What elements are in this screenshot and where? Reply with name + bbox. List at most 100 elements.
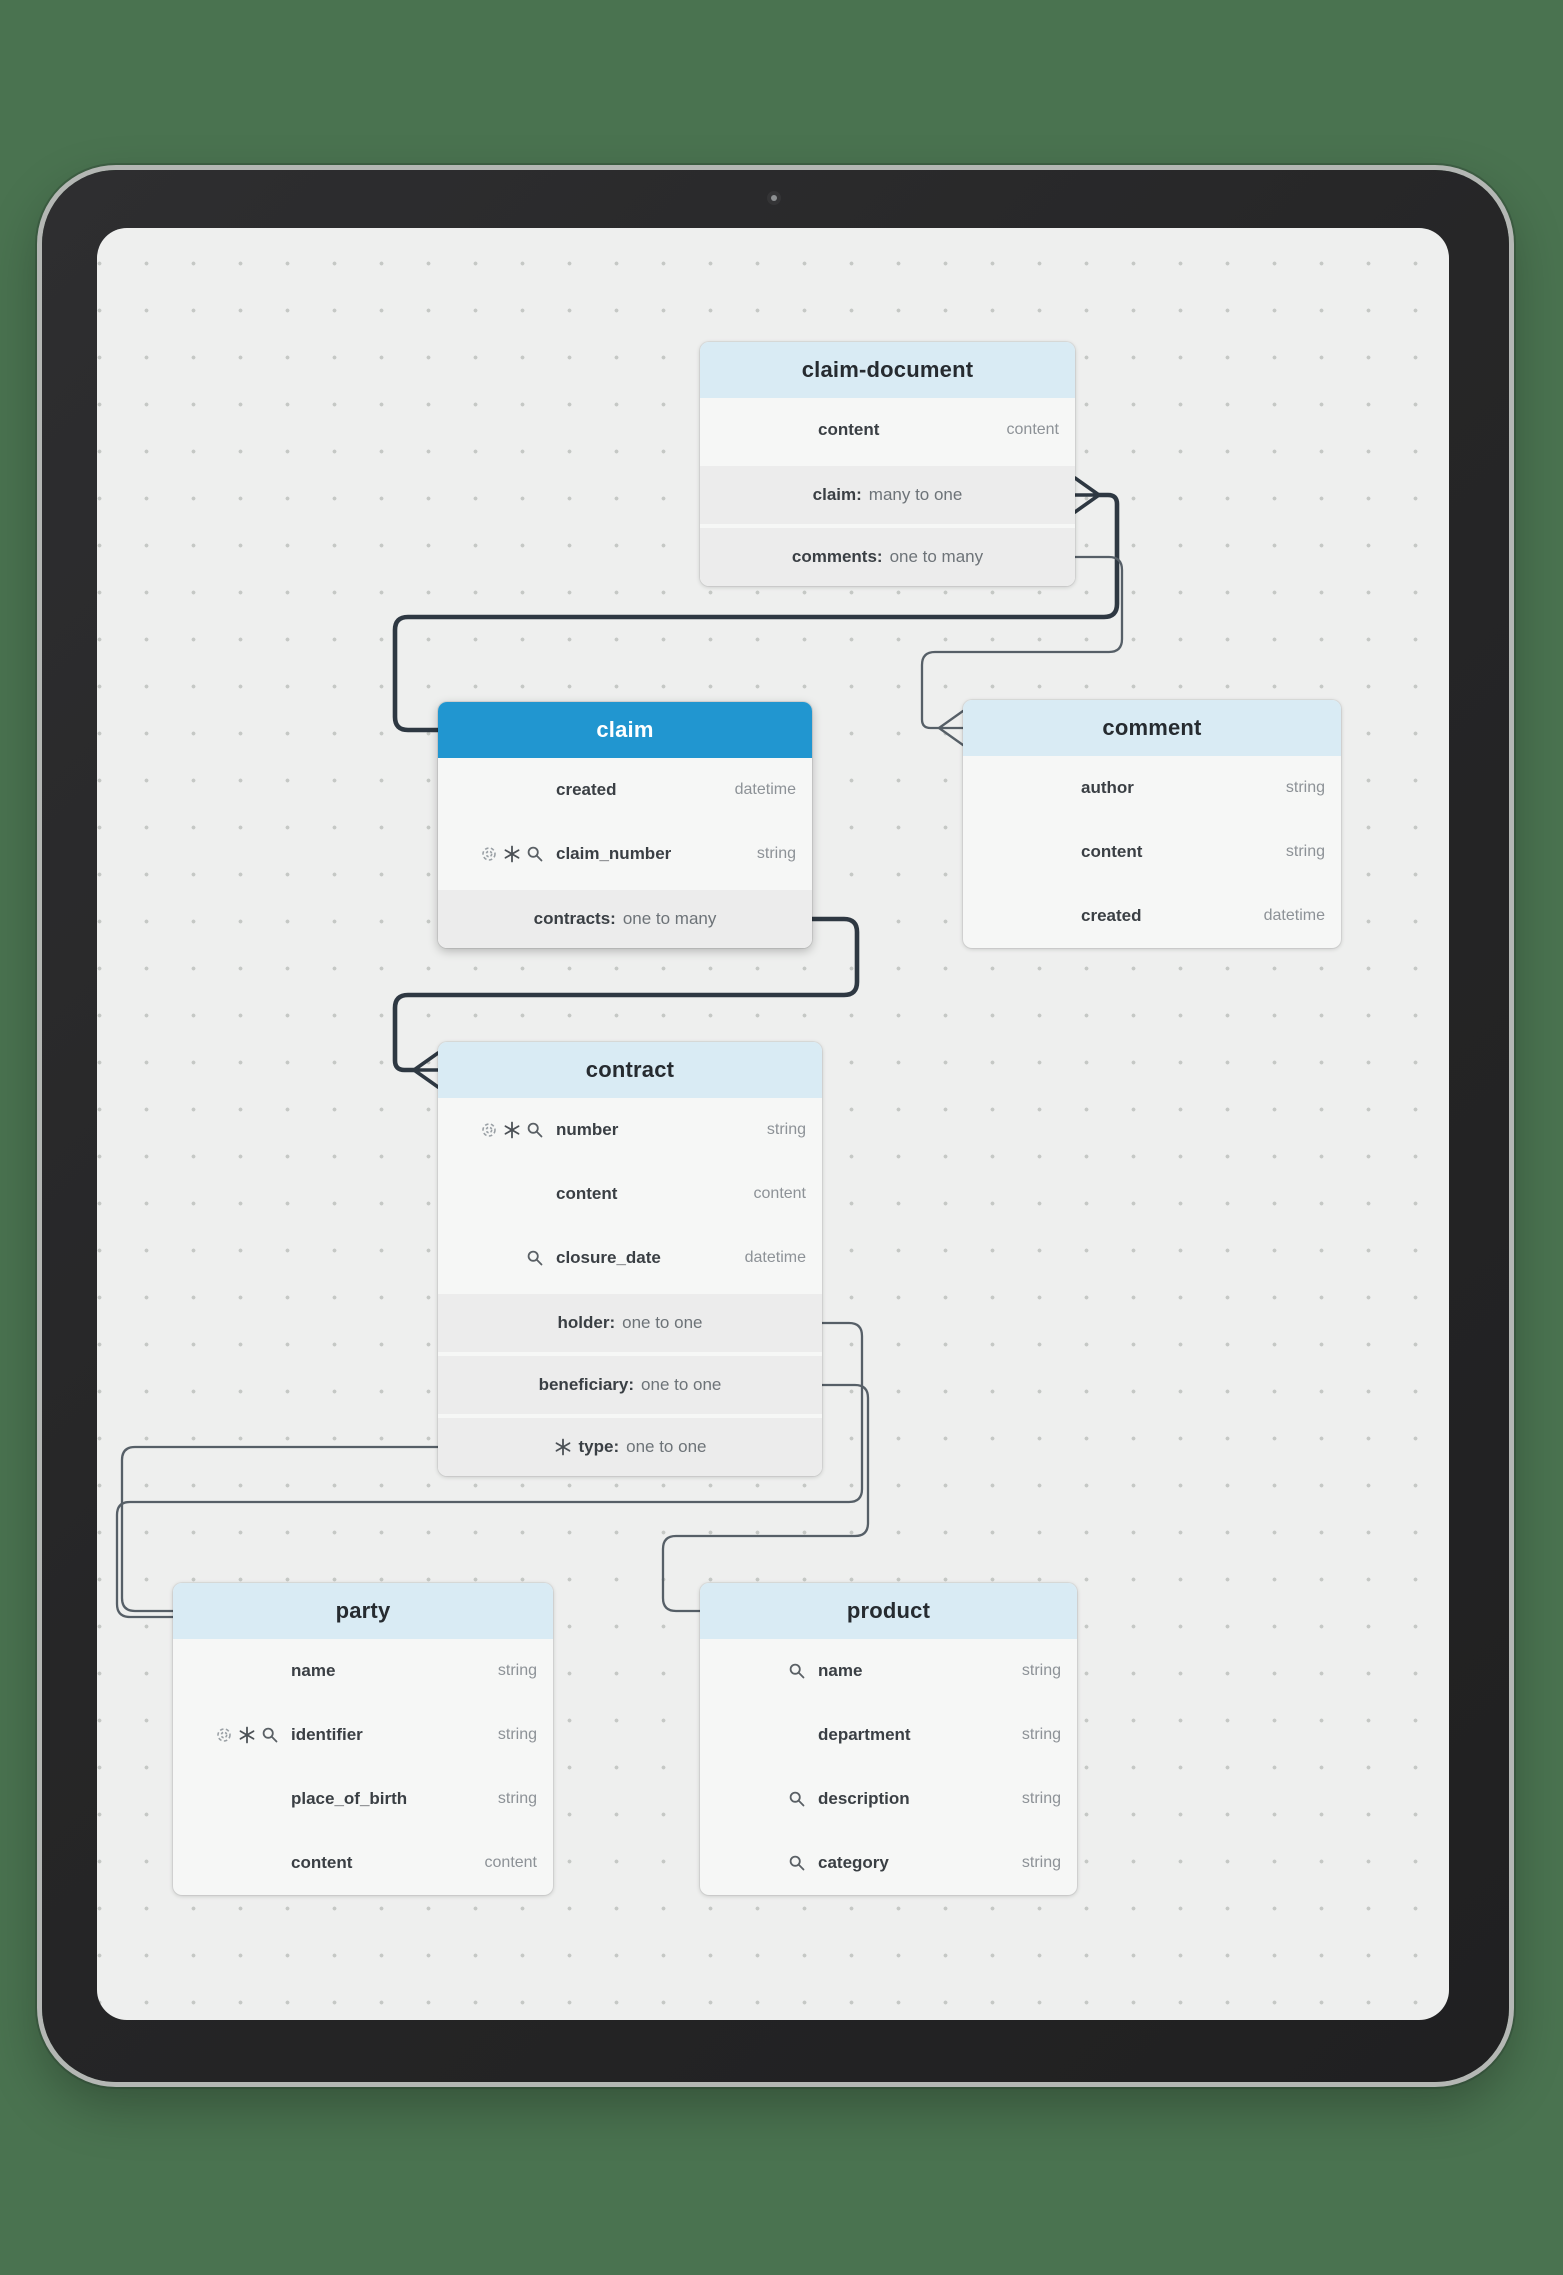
field-type: string <box>1021 1854 1061 1871</box>
magnifier-icon <box>526 1121 544 1139</box>
field-row-product-category: category string <box>700 1831 1077 1895</box>
edge-contracts-crowsfoot-icon <box>412 1051 440 1089</box>
edge-beneficiary <box>120 1445 440 1613</box>
edge-comments-crowsfoot-icon <box>937 709 965 747</box>
relationship-cardinality: one to one <box>641 1375 722 1394</box>
field-icons <box>438 1121 556 1139</box>
edge-type <box>661 1383 870 1613</box>
field-row-product-name: name string <box>700 1639 1077 1703</box>
fingerprint-icon <box>480 1121 498 1139</box>
relationship-row-contract-holder: holder: one to one <box>438 1294 822 1352</box>
fingerprint-icon <box>480 845 498 863</box>
field-type: string <box>497 1790 537 1807</box>
field-name: identifier <box>291 1725 363 1744</box>
field-name: description <box>818 1789 910 1808</box>
table-claim-header[interactable]: claim <box>438 702 812 758</box>
field-type: datetime <box>1263 907 1325 924</box>
field-icons <box>173 1726 291 1744</box>
edge-contracts <box>392 916 860 1073</box>
relationship-row-claim-document-claim: claim:many to one <box>700 466 1075 524</box>
magnifier-icon <box>788 1790 806 1808</box>
magnifier-icon <box>788 1662 806 1680</box>
field-icons <box>438 1249 556 1267</box>
field-name: content <box>1081 842 1143 861</box>
field-name: department <box>818 1725 911 1744</box>
table-product-header[interactable]: product <box>700 1583 1077 1639</box>
relationship-name: beneficiary: <box>538 1375 635 1394</box>
relationship-row-claim-contracts: contracts:one to many <box>438 890 812 948</box>
magnifier-icon <box>526 1249 544 1267</box>
tablet-frame: claim-document content content claim:many t… <box>42 170 1509 2082</box>
magnifier-icon <box>788 1854 806 1872</box>
edge-comments <box>920 555 1124 730</box>
relationship-cardinality: many to one <box>868 485 963 504</box>
relationship-cardinality: one to one <box>622 1313 703 1332</box>
field-row-comment-content: content string <box>963 820 1341 884</box>
field-name: created <box>1081 906 1142 925</box>
field-type: string <box>1021 1662 1061 1679</box>
field-row-claim-document-content: content content <box>700 398 1075 462</box>
asterisk-icon <box>503 1121 521 1139</box>
field-name: name <box>818 1661 863 1680</box>
asterisk-icon <box>503 845 521 863</box>
field-name: name <box>291 1661 336 1680</box>
table-claim-document[interactable]: claim-document content content claim:many t… <box>700 342 1075 586</box>
table-contract-header[interactable]: contract <box>438 1042 822 1098</box>
relationship-row-contract-beneficiary: beneficiary: one to one <box>438 1356 822 1414</box>
relationship-cardinality: one to many <box>889 547 984 566</box>
relationship-cardinality: one to one <box>626 1437 707 1456</box>
field-type: string <box>497 1662 537 1679</box>
table-comment-header[interactable]: comment <box>963 700 1341 756</box>
field-type: string <box>756 845 796 862</box>
field-row-party-name: name string <box>173 1639 553 1703</box>
edge-holder <box>115 1321 864 1619</box>
field-type: string <box>1285 843 1325 860</box>
field-name: created <box>556 780 617 799</box>
field-row-claim-created: created datetime <box>438 758 812 822</box>
field-row-product-description: description string <box>700 1767 1077 1831</box>
field-type: content <box>753 1185 806 1202</box>
field-type: content <box>1006 421 1059 438</box>
field-row-comment-created: created datetime <box>963 884 1341 948</box>
diagram-canvas[interactable]: claim-document content content claim:many t… <box>97 228 1449 2020</box>
field-name: content <box>818 420 880 439</box>
field-type: string <box>766 1121 806 1138</box>
field-type: datetime <box>734 781 796 798</box>
field-icons <box>700 1662 818 1680</box>
relationship-row-contract-type: type:one to one <box>438 1418 822 1476</box>
relationship-name: holder: <box>557 1313 616 1332</box>
relationship-row-claim-document-comments: comments: one to many <box>700 528 1075 586</box>
magnifier-icon <box>261 1726 279 1744</box>
asterisk-icon <box>554 1438 572 1456</box>
field-name: category <box>818 1853 889 1872</box>
field-icons <box>700 1854 818 1872</box>
fingerprint-icon <box>215 1726 233 1744</box>
relationship-edges-layer <box>115 476 1124 1619</box>
field-icons <box>438 845 556 863</box>
relationship-name: comments: <box>791 547 883 566</box>
field-name: author <box>1081 778 1134 797</box>
table-claim-document-header[interactable]: claim-document <box>700 342 1075 398</box>
field-name: number <box>556 1120 619 1139</box>
field-row-contract-closure_date: closure_date datetime <box>438 1226 822 1290</box>
field-type: content <box>484 1854 537 1871</box>
field-type: datetime <box>744 1249 806 1266</box>
relationship-cardinality: one to many <box>622 909 717 928</box>
magnifier-icon <box>526 845 544 863</box>
table-party-header[interactable]: party <box>173 1583 553 1639</box>
field-icons <box>700 1790 818 1808</box>
field-name: closure_date <box>556 1248 661 1267</box>
edge-claim <box>392 492 1120 733</box>
field-type: string <box>1021 1790 1061 1807</box>
camera-lens-icon <box>771 195 777 201</box>
